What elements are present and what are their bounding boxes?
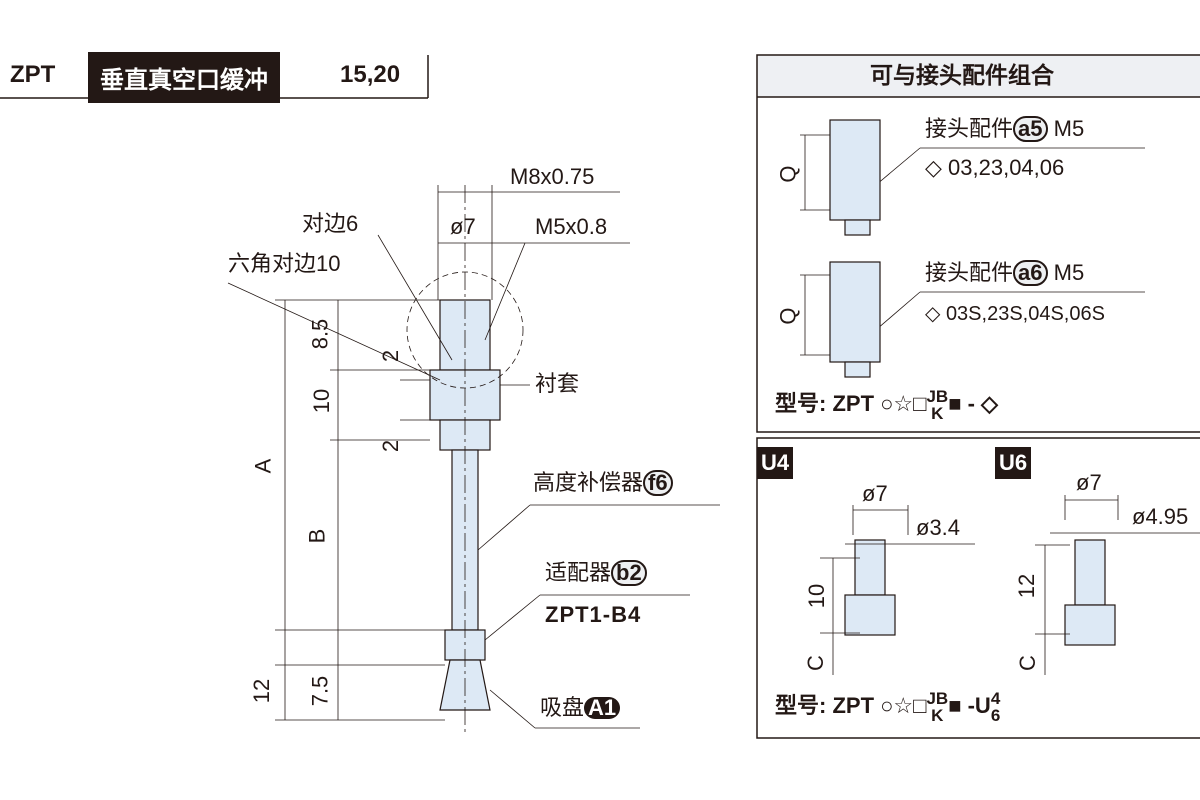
dim-B: B bbox=[304, 528, 330, 544]
fitting-sizes: ◇ 03,23,04,06 bbox=[925, 155, 1065, 180]
option-top: JB bbox=[926, 387, 949, 406]
model-suffix: -U bbox=[967, 692, 991, 718]
across-flats-label: 对边6 bbox=[302, 211, 359, 236]
model-series: ZPT bbox=[832, 692, 875, 718]
pad-code: A1 bbox=[584, 697, 621, 719]
fitting-thread: M5 bbox=[1053, 260, 1085, 285]
model-square: ■ bbox=[948, 390, 962, 416]
u6-height: 12 bbox=[1014, 573, 1040, 599]
model-square: ■ bbox=[948, 692, 962, 718]
model-symbols: ○☆□ bbox=[880, 390, 927, 416]
bushing-label: 衬套 bbox=[535, 371, 580, 396]
dim-Q: Q bbox=[775, 165, 801, 183]
u4-tag: U4 bbox=[757, 447, 794, 479]
u6-c: C bbox=[1014, 655, 1040, 671]
fitting-code: a6 bbox=[1013, 260, 1048, 286]
pad-text: 吸盘 bbox=[540, 695, 585, 720]
adapter-code: b2 bbox=[611, 560, 647, 586]
dim-8-5: 8.5 bbox=[307, 318, 333, 350]
model-symbols: ○☆□ bbox=[880, 692, 927, 718]
model-suffix: - ◇ bbox=[967, 390, 998, 416]
fitting-label: 接头配件 bbox=[925, 260, 1014, 285]
fitting-label: 接头配件 bbox=[925, 116, 1014, 141]
dim-Q: Q bbox=[775, 307, 801, 325]
dim-2-bottom: 2 bbox=[378, 439, 404, 453]
series-label: ZPT bbox=[10, 61, 56, 88]
size-label: 15,20 bbox=[340, 61, 401, 88]
thread-outer-label: M8x0.75 bbox=[510, 164, 595, 189]
dim-2-top: 2 bbox=[378, 349, 404, 363]
option-bottom: K bbox=[931, 706, 944, 725]
dim-A: A bbox=[250, 458, 276, 474]
dim-7-5: 7.5 bbox=[307, 675, 333, 707]
adapter-text: 适配器 bbox=[545, 560, 612, 585]
u6-dia-inner: ø4.95 bbox=[1132, 504, 1189, 529]
u6-dia-outer: ø7 bbox=[1076, 470, 1102, 495]
model-prefix: 型号: bbox=[775, 692, 827, 718]
fitting-code: a5 bbox=[1013, 116, 1048, 142]
u4-dia-outer: ø7 bbox=[862, 481, 888, 506]
u4-dia-inner: ø3.4 bbox=[916, 515, 961, 540]
fittings-panel-title: 可与接头配件组合 bbox=[870, 62, 1054, 88]
thread-inner-label: M5x0.8 bbox=[535, 214, 608, 239]
hex-across-flats-label: 六角对边10 bbox=[228, 251, 341, 276]
fitting-sizes: ◇ 03S,23S,04S,06S bbox=[925, 303, 1105, 325]
model-series: ZPT bbox=[832, 390, 875, 416]
option-bottom: 6 bbox=[990, 706, 1001, 725]
page-title: 垂直真空口缓冲 bbox=[88, 52, 280, 103]
compensator-text: 高度补偿器 bbox=[533, 470, 644, 495]
diameter-label: ø7 bbox=[450, 214, 476, 239]
model-prefix: 型号: bbox=[775, 390, 827, 416]
option-top: JB bbox=[926, 689, 949, 708]
dim-10: 10 bbox=[309, 388, 335, 414]
u4-height: 10 bbox=[804, 583, 830, 609]
option-top: 4 bbox=[990, 689, 1001, 708]
u6-tag: U6 bbox=[995, 447, 1032, 479]
compensator-code: f6 bbox=[643, 470, 673, 496]
fitting-thread: M5 bbox=[1053, 116, 1085, 141]
option-bottom: K bbox=[931, 404, 944, 423]
dim-12: 12 bbox=[249, 678, 275, 704]
u4-c: C bbox=[802, 655, 828, 671]
adapter-model: ZPT1-B4 bbox=[545, 602, 642, 627]
